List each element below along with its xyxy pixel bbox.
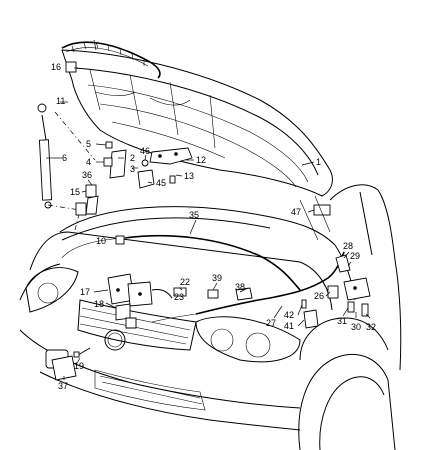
callout-1: 1 bbox=[316, 157, 321, 167]
callout-30: 30 bbox=[351, 322, 361, 332]
callout-2: 2 bbox=[130, 153, 135, 163]
leader-lines bbox=[46, 39, 371, 380]
callout-35: 35 bbox=[189, 210, 199, 220]
gas-strut bbox=[37, 103, 53, 209]
callout-38: 38 bbox=[235, 282, 245, 292]
callout-46: 46 bbox=[140, 146, 150, 156]
callout-10: 10 bbox=[96, 236, 106, 246]
hood-seal-strip bbox=[61, 41, 161, 79]
callout-36: 36 bbox=[82, 170, 92, 180]
callout-16: 16 bbox=[51, 62, 61, 72]
hood-latch-parts bbox=[103, 141, 331, 216]
callout-11: 11 bbox=[56, 96, 65, 106]
lower-parts bbox=[51, 347, 91, 381]
hood-lock-assembly bbox=[107, 273, 173, 329]
callout-42: 42 bbox=[284, 310, 294, 320]
callout-labels: 1 2 3 4 5 6 10 11 12 13 15 16 17 18 19 2… bbox=[51, 62, 376, 391]
callout-27: 27 bbox=[266, 318, 276, 328]
callout-19: 19 bbox=[74, 361, 84, 371]
callout-37: 37 bbox=[58, 381, 68, 391]
callout-45: 45 bbox=[156, 178, 166, 188]
callout-28: 28 bbox=[343, 241, 353, 251]
callout-32: 32 bbox=[366, 322, 376, 332]
callout-4: 4 bbox=[86, 157, 91, 167]
cable-bracket bbox=[235, 287, 253, 301]
seal-clip bbox=[65, 61, 77, 73]
callout-13: 13 bbox=[184, 171, 194, 181]
hood-hinge bbox=[149, 147, 193, 165]
callout-47: 47 bbox=[291, 207, 301, 217]
callout-17: 17 bbox=[80, 287, 90, 297]
release-lever-assembly bbox=[301, 254, 371, 329]
callout-6: 6 bbox=[62, 153, 67, 163]
cable-clip-10 bbox=[115, 235, 125, 245]
callout-29: 29 bbox=[350, 251, 360, 261]
callout-3: 3 bbox=[130, 164, 135, 174]
callout-5: 5 bbox=[86, 139, 91, 149]
callout-26: 26 bbox=[314, 291, 324, 301]
callout-39: 39 bbox=[212, 273, 222, 283]
callout-23: 23 bbox=[174, 292, 184, 302]
hood-panel bbox=[61, 49, 333, 197]
callout-41: 41 bbox=[284, 321, 294, 331]
cable-clip bbox=[207, 289, 219, 299]
callout-22: 22 bbox=[180, 277, 190, 287]
release-cable bbox=[61, 234, 345, 323]
callout-15: 15 bbox=[70, 187, 80, 197]
callout-12: 12 bbox=[196, 155, 206, 165]
callout-18: 18 bbox=[94, 299, 104, 309]
callout-31: 31 bbox=[337, 316, 347, 326]
brand-emblem bbox=[104, 329, 126, 351]
